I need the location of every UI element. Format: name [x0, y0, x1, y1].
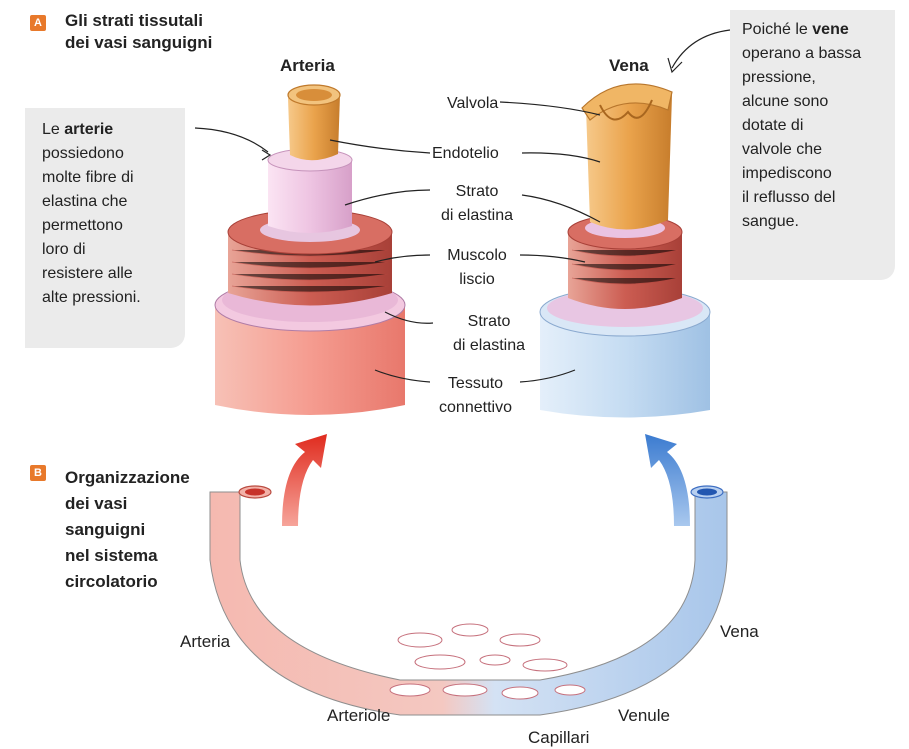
label-venule: Venule [618, 706, 670, 726]
label-tessuto-connettivo: Tessuto connettivo [428, 372, 523, 420]
label-capillari: Capillari [528, 728, 589, 748]
artery-title: Arteria [280, 56, 335, 76]
label-valvola: Valvola [447, 92, 498, 116]
label-arteriole: Arteriole [327, 706, 390, 726]
section-b-title: Organizzazione dei vasi sanguigni nel si… [65, 465, 190, 595]
label-muscolo-liscio: Muscolo liscio [432, 244, 522, 292]
section-a-badge: A [30, 15, 46, 31]
artery-note: Le arterie possiedono molte fibre di ela… [25, 108, 185, 348]
label-circ-arteria: Arteria [180, 632, 230, 652]
vein-layers [540, 84, 710, 418]
label-strato-elastina-1: Strato di elastina [432, 180, 522, 228]
label-endotelio: Endotelio [432, 142, 499, 166]
vein-note: Poiché le vene operano a bassa pressione… [730, 10, 895, 280]
vein-title: Vena [609, 56, 649, 76]
section-b-badge: B [30, 465, 46, 481]
up-arrow-blue-icon [645, 434, 690, 526]
up-arrow-red-icon [282, 434, 327, 526]
label-circ-vena: Vena [720, 622, 759, 642]
section-a-title: Gli strati tissutali dei vasi sanguigni [65, 10, 212, 54]
label-strato-elastina-2: Strato di elastina [437, 310, 541, 358]
